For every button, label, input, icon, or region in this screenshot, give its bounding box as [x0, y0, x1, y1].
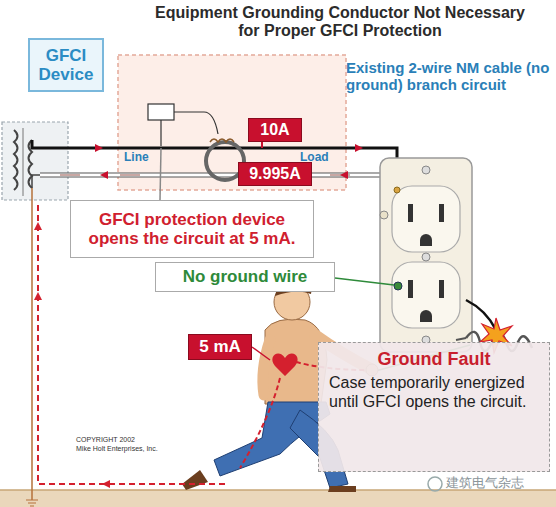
node-body: Case temporarily energized until GFCI op… [329, 373, 539, 411]
watermark-icon [428, 477, 442, 491]
node-heading: GFCI protection device opens the circuit… [77, 210, 307, 248]
slot [439, 204, 444, 222]
neutral-bond [32, 175, 40, 188]
current-arrow [100, 171, 108, 179]
leader-line [252, 347, 270, 360]
current-badge: 9.995A [238, 162, 312, 186]
terminal [394, 187, 400, 193]
neutral-to-load [456, 338, 466, 340]
node-heading: Ground Fault [329, 349, 539, 369]
device-label: GFCI Device [28, 38, 104, 92]
outlet-face [392, 186, 460, 252]
current-arrow [34, 222, 42, 230]
current-arrow [340, 171, 348, 179]
ground-terminal [394, 282, 402, 290]
receptacle-plate [380, 158, 472, 352]
trip-relay [148, 104, 174, 120]
node-heading: 5 mA [199, 337, 241, 356]
gfci-panel [118, 55, 346, 190]
slot [408, 204, 413, 222]
pointer [261, 142, 263, 148]
current-badge: 10A [248, 118, 302, 142]
leader-line [160, 148, 161, 200]
arm [263, 340, 270, 395]
transformer-box [2, 122, 68, 200]
shoe [328, 486, 356, 492]
terminal [380, 211, 388, 219]
watermark: 建筑电气杂志 [446, 476, 524, 491]
current-badge: 5 mA [188, 334, 252, 360]
current-arrow [95, 144, 103, 152]
callout-box: GFCI protection device opens the circuit… [70, 200, 314, 258]
primary-coil [14, 130, 18, 190]
body-current [240, 378, 280, 468]
copyright-note: COPYRIGHT 2002 [76, 436, 135, 444]
ground-hole [420, 234, 432, 246]
fault-box: Ground FaultCase temporarily energized u… [318, 342, 550, 472]
hot-wire [32, 140, 397, 190]
shoe [182, 470, 208, 490]
slot [408, 280, 413, 298]
earth-strip [0, 490, 556, 507]
copyright-note: Mike Holt Enterprises, Inc. [76, 445, 158, 453]
ground-hole [420, 310, 432, 322]
hot-to-load [466, 300, 496, 330]
node-heading: 9.995A [249, 165, 301, 183]
heart [272, 353, 297, 376]
diagram-title: Equipment Grounding Conductor Not Necess… [150, 4, 530, 40]
node-heading: GFCI Device [30, 46, 102, 84]
terminal-label: Line [124, 151, 149, 164]
leader-line [335, 278, 394, 285]
current-arrow [102, 480, 110, 488]
grounding-electrode [31, 188, 33, 500]
core-line [23, 128, 24, 196]
slot [439, 280, 444, 298]
relay-link [160, 120, 161, 146]
outlet-face [392, 262, 460, 328]
sense-lead [174, 112, 218, 134]
node-heading: 10A [260, 121, 289, 139]
cable-label: Existing 2-wire NM cable (no ground) bra… [346, 60, 556, 94]
screw [422, 166, 430, 174]
ground-symbol [26, 500, 38, 506]
callout-box: No ground wire [155, 262, 335, 292]
screw [422, 253, 430, 261]
current-arrow [355, 144, 363, 152]
current-arrow [34, 292, 42, 300]
node-heading: No ground wire [183, 267, 308, 286]
sense-coil [210, 139, 234, 142]
terminal-label: Load [300, 151, 329, 164]
